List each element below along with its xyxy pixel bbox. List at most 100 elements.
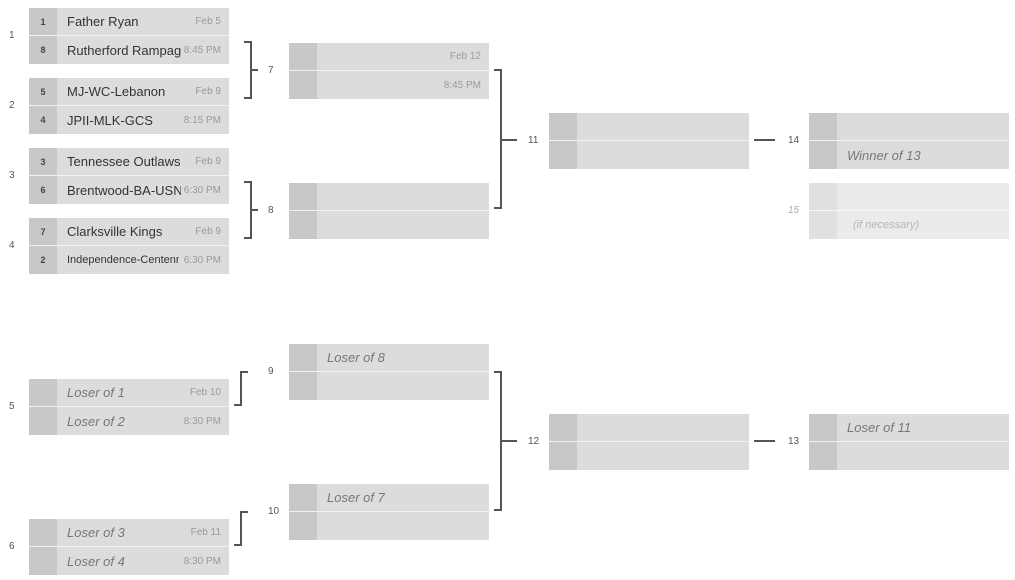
match-date: Feb 11 bbox=[187, 519, 221, 546]
team-name[interactable]: Tennessee Outlaws bbox=[67, 154, 181, 169]
connector-9-10 bbox=[494, 371, 502, 511]
match-1[interactable]: 1 Father Ryan Feb 5 8 Rutherford Rampage… bbox=[29, 8, 229, 64]
seed-badge bbox=[809, 442, 837, 470]
seed-badge: 1 bbox=[29, 8, 57, 35]
match-row-top[interactable]: Loser of 11 bbox=[809, 414, 1009, 442]
team-name[interactable]: Loser of 4 bbox=[67, 553, 125, 569]
seed-badge bbox=[289, 71, 317, 99]
seed-badge: 3 bbox=[29, 148, 57, 175]
team-name[interactable]: Loser of 7 bbox=[327, 490, 385, 505]
match-row-bottom[interactable]: 2 Independence-Centennial 6:30 PM bbox=[29, 246, 229, 274]
seed-badge bbox=[29, 407, 57, 435]
team-name[interactable]: Clarksville Kings bbox=[67, 224, 163, 239]
seed-badge bbox=[549, 442, 577, 470]
seed-badge bbox=[809, 113, 837, 140]
seed-badge bbox=[29, 519, 57, 546]
match-time: 6:30 PM bbox=[180, 176, 221, 204]
match-row-bottom[interactable] bbox=[289, 512, 489, 540]
match-9[interactable]: Loser of 8 bbox=[289, 344, 489, 400]
match-10[interactable]: Loser of 7 bbox=[289, 484, 489, 540]
match-row-bottom[interactable]: Winner of 13 bbox=[809, 141, 1009, 169]
seed-badge bbox=[29, 547, 57, 575]
match-row-bottom[interactable]: 8:45 PM bbox=[289, 71, 489, 99]
match-row-top[interactable] bbox=[289, 183, 489, 211]
seed-badge bbox=[549, 141, 577, 169]
match-number-3: 3 bbox=[9, 170, 15, 181]
match-date: Feb 12 bbox=[446, 43, 481, 70]
seed-badge bbox=[809, 141, 837, 169]
match-number-13: 13 bbox=[788, 436, 800, 447]
match-row-top[interactable]: Loser of 1 Feb 10 bbox=[29, 379, 229, 407]
match-8[interactable] bbox=[289, 183, 489, 239]
match-number-4: 4 bbox=[9, 240, 15, 251]
match-row-bottom[interactable]: 6 Brentwood-BA-USN 6:30 PM bbox=[29, 176, 229, 204]
match-row-top[interactable]: 7 Clarksville Kings Feb 9 bbox=[29, 218, 229, 246]
match-row-top[interactable]: Feb 12 bbox=[289, 43, 489, 71]
match-4[interactable]: 7 Clarksville Kings Feb 9 2 Independence… bbox=[29, 218, 229, 274]
match-time: 8:30 PM bbox=[180, 407, 221, 435]
match-6[interactable]: Loser of 3 Feb 11 Loser of 4 8:30 PM bbox=[29, 519, 229, 575]
match-12[interactable] bbox=[549, 414, 749, 470]
team-name[interactable]: Loser of 11 bbox=[847, 420, 912, 435]
match-row-top[interactable]: Loser of 8 bbox=[289, 344, 489, 372]
match-row-top[interactable]: Loser of 7 bbox=[289, 484, 489, 512]
team-name[interactable]: Father Ryan bbox=[67, 14, 139, 29]
match-time: 8:45 PM bbox=[180, 36, 221, 64]
match-number-12: 12 bbox=[528, 436, 540, 447]
match-number-1: 1 bbox=[9, 30, 15, 41]
team-name[interactable]: Loser of 1 bbox=[67, 385, 125, 400]
match-date: Feb 9 bbox=[192, 148, 221, 175]
seed-badge bbox=[289, 484, 317, 511]
match-date: Feb 10 bbox=[186, 379, 221, 406]
match-row-bottom[interactable]: 4 JPII-MLK-GCS 8:15 PM bbox=[29, 106, 229, 134]
match-7[interactable]: Feb 12 8:45 PM bbox=[289, 43, 489, 99]
match-14[interactable]: Winner of 13 bbox=[809, 113, 1009, 169]
seed-badge bbox=[289, 43, 317, 70]
match-row-bottom[interactable]: (if necessary) bbox=[809, 211, 1009, 239]
match-2[interactable]: 5 MJ-WC-Lebanon Feb 9 4 JPII-MLK-GCS 8:1… bbox=[29, 78, 229, 134]
team-name[interactable]: Loser of 8 bbox=[327, 350, 385, 365]
match-row-top[interactable]: 1 Father Ryan Feb 5 bbox=[29, 8, 229, 36]
match-number-14: 14 bbox=[788, 135, 800, 146]
match-time: 6:30 PM bbox=[180, 246, 221, 274]
match-row-bottom[interactable] bbox=[549, 141, 749, 169]
team-name[interactable]: Brentwood-BA-USN bbox=[67, 182, 183, 198]
match-row-top[interactable] bbox=[809, 113, 1009, 141]
team-name[interactable]: Independence-Centennial bbox=[67, 254, 179, 266]
connector-1-2 bbox=[244, 41, 252, 99]
match-row-top[interactable]: 5 MJ-WC-Lebanon Feb 9 bbox=[29, 78, 229, 106]
team-name[interactable]: MJ-WC-Lebanon bbox=[67, 84, 166, 99]
match-number-15: 15 bbox=[788, 205, 800, 216]
seed-badge bbox=[289, 344, 317, 371]
match-row-bottom[interactable]: 8 Rutherford Rampage 8:45 PM bbox=[29, 36, 229, 64]
team-name[interactable]: Winner of 13 bbox=[847, 147, 921, 163]
team-name[interactable]: Loser of 3 bbox=[67, 525, 125, 540]
match-11[interactable] bbox=[549, 113, 749, 169]
match-time: 8:45 PM bbox=[440, 71, 481, 99]
match-13[interactable]: Loser of 11 bbox=[809, 414, 1009, 470]
match-row-top[interactable]: 3 Tennessee Outlaws Feb 9 bbox=[29, 148, 229, 176]
match-row-bottom[interactable] bbox=[549, 442, 749, 470]
match-number-5: 5 bbox=[9, 401, 15, 412]
match-row-bottom[interactable]: Loser of 4 8:30 PM bbox=[29, 547, 229, 575]
team-name[interactable]: JPII-MLK-GCS bbox=[67, 112, 153, 128]
seed-badge bbox=[289, 183, 317, 210]
match-3[interactable]: 3 Tennessee Outlaws Feb 9 6 Brentwood-BA… bbox=[29, 148, 229, 204]
match-row-top[interactable] bbox=[549, 113, 749, 141]
match-number-2: 2 bbox=[9, 100, 15, 111]
team-name[interactable]: Loser of 2 bbox=[67, 413, 125, 429]
match-row-bottom[interactable]: Loser of 2 8:30 PM bbox=[29, 407, 229, 435]
match-5[interactable]: Loser of 1 Feb 10 Loser of 2 8:30 PM bbox=[29, 379, 229, 435]
team-name[interactable]: (if necessary) bbox=[853, 219, 920, 231]
match-date: Feb 5 bbox=[192, 8, 221, 35]
match-row-bottom[interactable] bbox=[289, 372, 489, 400]
match-number-11: 11 bbox=[528, 135, 539, 146]
team-name[interactable]: Rutherford Rampage bbox=[67, 42, 187, 58]
match-row-bottom[interactable] bbox=[809, 442, 1009, 470]
match-row-bottom[interactable] bbox=[289, 211, 489, 239]
match-row-top[interactable]: Loser of 3 Feb 11 bbox=[29, 519, 229, 547]
match-row-top[interactable] bbox=[809, 183, 1009, 211]
match-row-top[interactable] bbox=[549, 414, 749, 442]
match-15[interactable]: (if necessary) bbox=[809, 183, 1009, 239]
